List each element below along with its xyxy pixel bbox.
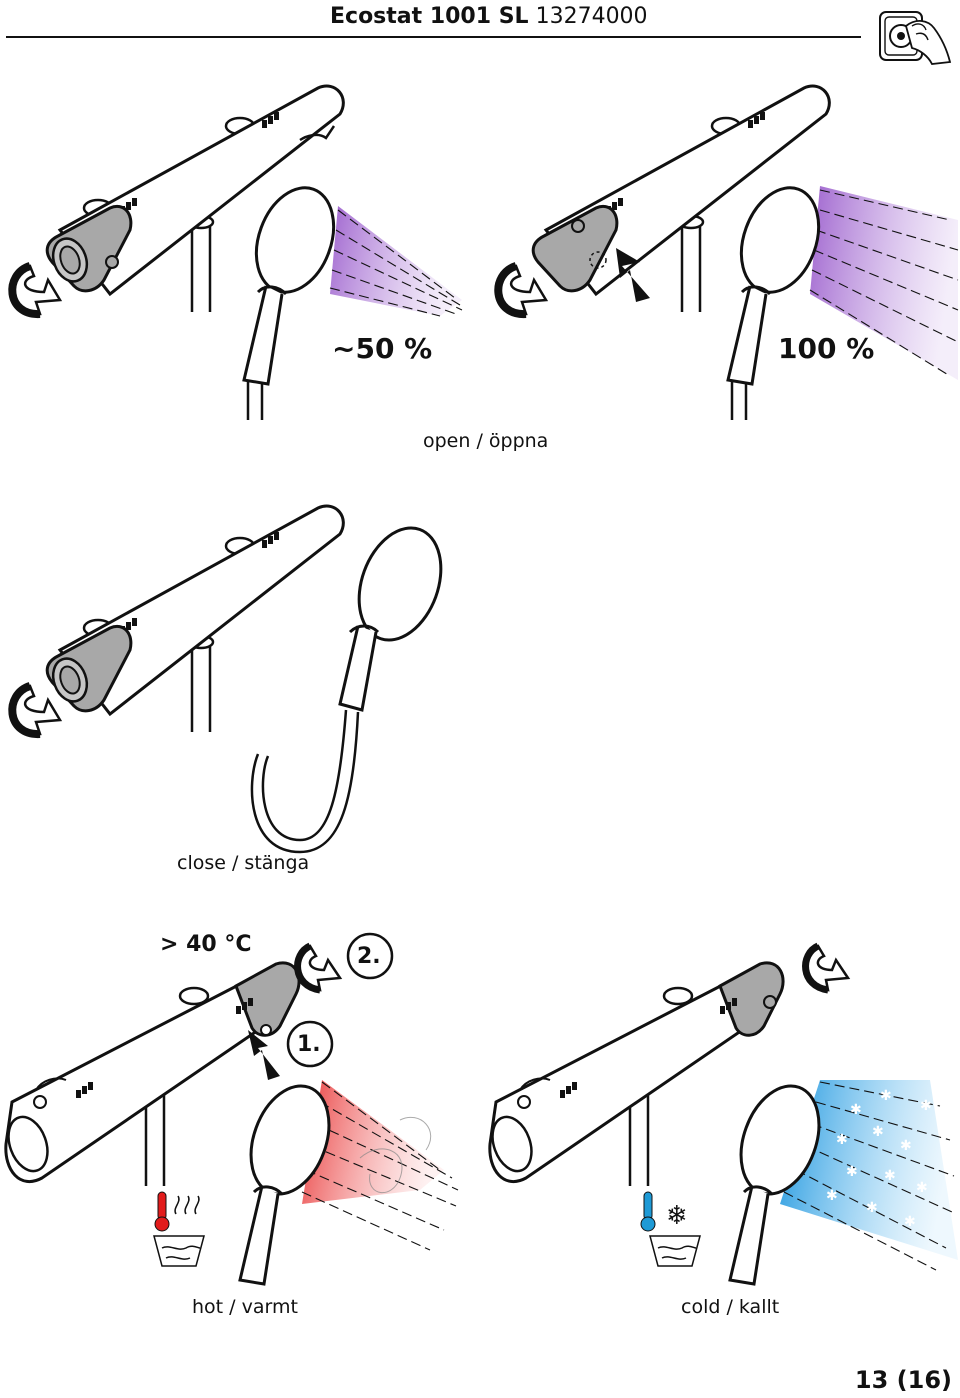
svg-text:✱: ✱ bbox=[826, 1188, 838, 1204]
shower-closed-illustration bbox=[8, 504, 443, 854]
svg-text:✱: ✱ bbox=[836, 1132, 848, 1148]
product-code: 13274000 bbox=[535, 4, 648, 29]
temperature-knob bbox=[234, 961, 301, 1037]
cold-water-spray bbox=[780, 1080, 958, 1260]
shower-open-half-illustration bbox=[8, 84, 463, 420]
temperature-threshold-label: > 40 °C bbox=[160, 932, 252, 957]
thermostat-body bbox=[57, 84, 345, 297]
svg-text:✱: ✱ bbox=[846, 1164, 858, 1180]
flow-label-half: ~50 % bbox=[332, 332, 433, 365]
caption-cold: cold / kallt bbox=[681, 1296, 780, 1318]
cold-basin-icon bbox=[649, 1235, 701, 1267]
svg-text:✱: ✱ bbox=[884, 1168, 896, 1184]
svg-text:✱: ✱ bbox=[850, 1102, 862, 1118]
svg-text:✱: ✱ bbox=[880, 1088, 892, 1104]
hot-water-spray bbox=[302, 1080, 444, 1204]
svg-text:✱: ✱ bbox=[904, 1214, 916, 1230]
steam-basin-icon bbox=[153, 1195, 205, 1267]
svg-text:✱: ✱ bbox=[872, 1124, 884, 1140]
svg-text:✱: ✱ bbox=[866, 1200, 878, 1216]
water-spray bbox=[810, 186, 958, 380]
svg-text:✱: ✱ bbox=[916, 1180, 928, 1196]
page-number: 13 (16) bbox=[854, 1366, 952, 1394]
header-rule bbox=[6, 36, 861, 38]
push-arrow-icon bbox=[248, 1030, 280, 1080]
temperature-knob bbox=[718, 961, 785, 1037]
caption-open: open / öppna bbox=[423, 430, 549, 452]
step-1-label: 1. bbox=[297, 1032, 321, 1057]
svg-text:✱: ✱ bbox=[920, 1098, 932, 1114]
product-name: Ecostat 1001 SL bbox=[330, 4, 529, 29]
shower-open-full-illustration bbox=[494, 84, 959, 420]
water-spray bbox=[330, 206, 462, 316]
shower-cold-illustration: ✱✱✱ ✱✱✱ ✱✱✱ ✱✱✱ ❄ bbox=[488, 942, 958, 1286]
caption-close: close / stänga bbox=[177, 852, 310, 874]
step-2-badge bbox=[346, 932, 394, 980]
document-title: Ecostat 1001 SL 13274000 bbox=[330, 4, 648, 29]
caption-hot: hot / varmt bbox=[192, 1296, 298, 1318]
push-arrow-icon bbox=[616, 248, 650, 302]
step-2-label: 2. bbox=[357, 944, 381, 969]
cold-thermometer-icon bbox=[640, 1191, 656, 1232]
snowflake-icon: ❄ bbox=[666, 1201, 688, 1231]
hot-thermometer-icon bbox=[154, 1191, 170, 1232]
step-1-badge bbox=[286, 1020, 334, 1068]
flow-knob bbox=[531, 205, 619, 293]
svg-text:✱: ✱ bbox=[900, 1138, 912, 1154]
hand-turning-knob-icon bbox=[879, 11, 952, 65]
flow-label-full: 100 % bbox=[778, 332, 875, 365]
shower-hot-illustration bbox=[4, 932, 459, 1286]
